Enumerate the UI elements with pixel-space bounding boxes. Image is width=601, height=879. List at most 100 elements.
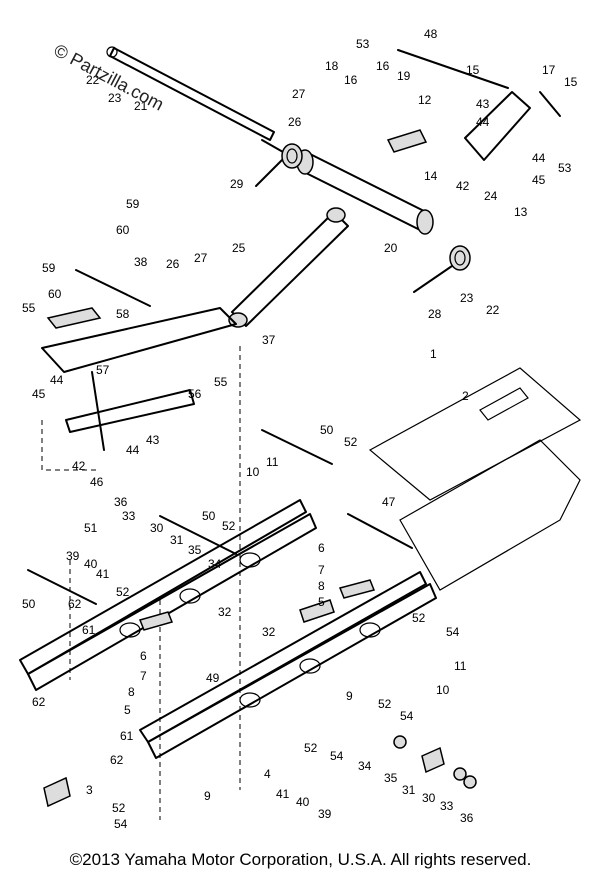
callout-label: 54 (400, 709, 414, 723)
callout-label: 55 (22, 301, 36, 315)
callout-label: 48 (424, 27, 438, 41)
callout-label: 39 (66, 549, 80, 563)
callout-label: 23 (460, 291, 474, 305)
callout-label: 11 (454, 659, 467, 673)
callout-label: 43 (146, 433, 160, 447)
callout-label: 6 (318, 541, 325, 555)
callout-label: 19 (397, 69, 411, 83)
track-assembly (368, 367, 582, 591)
cross-shaft-50 (27, 429, 333, 605)
callout-label: 8 (318, 579, 325, 593)
callout-label: 35 (384, 771, 398, 785)
callout-label: 20 (384, 241, 398, 255)
front-pivot-arm (41, 307, 237, 451)
callout-label: 47 (382, 495, 396, 509)
callout-label: 54 (330, 749, 344, 763)
callout-label: 10 (436, 683, 450, 697)
callout-label: 52 (378, 697, 392, 711)
callout-label: 52 (116, 585, 130, 599)
callout-label: 61 (120, 729, 134, 743)
callout-label: 10 (246, 465, 260, 479)
small-parts (43, 579, 477, 808)
callout-label: 39 (318, 807, 332, 821)
callout-label: 7 (318, 563, 325, 577)
callout-label: 60 (116, 223, 130, 237)
bracket-12 (386, 129, 428, 153)
callout-label: 5 (124, 703, 131, 717)
callout-label: 21 (134, 99, 148, 113)
callout-label: 62 (68, 597, 82, 611)
callout-label: 22 (86, 73, 100, 87)
callout-label: 22 (486, 303, 500, 317)
callout-label: 49 (206, 671, 220, 685)
callout-label: 14 (424, 169, 438, 183)
callout-label: 58 (116, 307, 130, 321)
callout-label: 12 (418, 93, 432, 107)
callout-label: 59 (42, 261, 56, 275)
callout-label: 52 (222, 519, 236, 533)
callout-label: 8 (128, 685, 135, 699)
callout-label: 45 (532, 173, 546, 187)
callout-label: 55 (214, 375, 228, 389)
callout-label: 45 (32, 387, 46, 401)
callout-label: 36 (460, 811, 474, 825)
callout-label: 44 (126, 443, 140, 457)
callout-label: 31 (170, 533, 184, 547)
callout-label: 57 (96, 363, 110, 377)
callout-label: 53 (356, 37, 370, 51)
callout-label: 40 (84, 557, 98, 571)
shock-absorber (228, 207, 349, 328)
callout-label: 11 (266, 455, 279, 469)
callout-label: 44 (50, 373, 64, 387)
callout-label: 4 (264, 767, 271, 781)
callout-label: 51 (84, 521, 98, 535)
callout-label: 44 (476, 115, 490, 129)
callout-label: 54 (446, 625, 460, 639)
callout-label: 27 (292, 87, 306, 101)
callout-label: 15 (466, 63, 480, 77)
callout-label: 30 (422, 791, 436, 805)
callout-label: 3 (86, 783, 93, 797)
callout-label: 7 (140, 669, 147, 683)
callout-label: 9 (204, 789, 211, 803)
callout-label: 16 (376, 59, 390, 73)
callout-label: 54 (114, 817, 128, 831)
main-cross-shaft (296, 149, 434, 235)
long-rod-48 (397, 49, 509, 89)
callout-label: 29 (230, 177, 244, 191)
rod-38 (75, 269, 151, 307)
callout-label: 2 (462, 389, 469, 403)
callout-label: 52 (412, 611, 426, 625)
callout-label: 56 (188, 387, 202, 401)
callout-label: 25 (232, 241, 246, 255)
callout-label: 18 (325, 59, 339, 73)
callout-label: 30 (150, 521, 164, 535)
callout-label: 16 (344, 73, 358, 87)
callout-label: 1 (430, 347, 437, 361)
callout-label: 59 (126, 197, 140, 211)
callout-label: 60 (48, 287, 62, 301)
callout-label: 50 (320, 423, 334, 437)
callout-label: 52 (344, 435, 358, 449)
callout-label: 31 (402, 783, 416, 797)
torsion-spring-right (413, 245, 471, 293)
callout-label: 44 (532, 151, 546, 165)
callout-labels: 53 48 18 16 16 19 15 17 15 22 23 21 27 1… (22, 27, 578, 831)
callout-label: 50 (202, 509, 216, 523)
callout-label: 37 (262, 333, 276, 347)
callout-label: 62 (110, 753, 124, 767)
torsion-spring-left (255, 143, 303, 187)
callout-label: 33 (122, 509, 136, 523)
callout-label: 34 (358, 759, 372, 773)
callout-label: 26 (166, 257, 180, 271)
callout-label: 38 (134, 255, 148, 269)
slide-rail-right (139, 571, 437, 759)
copyright-footer: ©2013 Yamaha Motor Corporation, U.S.A. A… (69, 850, 532, 869)
callout-label: 32 (218, 605, 232, 619)
callout-label: 9 (346, 689, 353, 703)
callout-label: 23 (108, 91, 122, 105)
callout-label: 50 (22, 597, 36, 611)
callout-label: 34 (208, 557, 222, 571)
callout-label: 40 (296, 795, 310, 809)
